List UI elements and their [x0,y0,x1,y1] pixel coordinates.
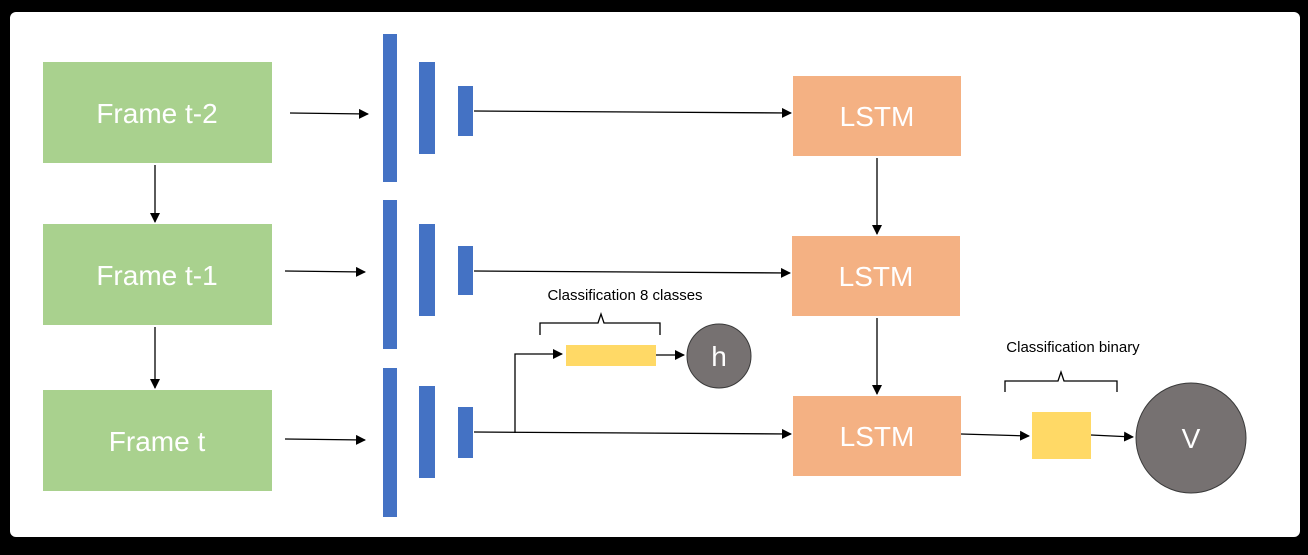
cnn-layer-3 [458,246,473,295]
output-h: h [686,323,752,389]
lstm-label: LSTM [840,101,915,132]
cnn-layer-2 [419,224,435,316]
lstm-box-2: LSTM [792,236,960,316]
cnn-layer-1 [383,34,397,182]
output-v-circle [1135,382,1247,494]
cnn-layer-3 [458,407,473,458]
cnn-layer-2 [419,62,435,154]
frame-box-rect [43,62,272,163]
arrow-cnn-1-to-lstm-1 [473,107,792,118]
frame-box-rect [43,390,272,491]
arrow-frame-3-to-cnn [284,434,366,445]
lstm-label: LSTM [839,261,914,292]
binary-caption: Classification binary [1006,339,1140,356]
lstm-box-3: LSTM [793,396,961,476]
frame-box-t-minus-2: Frame t-2 [43,62,272,163]
frame-box-t-minus-1: Frame t-1 [43,224,272,325]
cnn-layer-1 [383,368,397,517]
cnn-feature-extractor-row-2 [383,200,473,349]
lstm-box-1: LSTM [793,76,961,156]
cnn-feature-extractor-row-3 [383,368,473,517]
multiclass-brace [539,311,661,335]
arrow-frame-1-to-cnn [289,108,369,119]
lstm-box-rect [793,396,961,476]
multiclass-feature-vector [566,345,656,366]
arrow-lstm-3-to-binary [960,430,1030,441]
frame-label: Frame t-1 [96,260,217,291]
binary-feature-vector [1032,412,1091,459]
cnn-layer-1 [383,200,397,349]
cnn-layer-3 [458,86,473,136]
binary-brace [1004,369,1118,392]
arrow-cnn-3-to-lstm-3 [473,428,792,439]
frame-box-rect [43,224,272,325]
multiclass-caption: Classification 8 classes [547,287,702,304]
output-v-label: V [1182,423,1201,454]
output-h-circle [686,323,752,389]
lstm-box-rect [792,236,960,316]
lstm-box-rect [793,76,961,156]
frame-label: Frame t [109,426,206,457]
output-v: V [1135,382,1247,494]
arrow-branch-to-multiclass [514,349,563,433]
arrow-binary-to-v [1090,431,1134,442]
output-h-label: h [711,341,727,372]
arrow-cnn-2-to-lstm-2 [473,267,791,278]
frame-label: Frame t-2 [96,98,217,129]
cnn-layer-2 [419,386,435,478]
frame-box-t: Frame t [43,390,272,491]
arrow-frame-2-to-cnn [284,266,366,277]
lstm-label: LSTM [840,421,915,452]
cnn-feature-extractor-row-1 [383,34,473,182]
